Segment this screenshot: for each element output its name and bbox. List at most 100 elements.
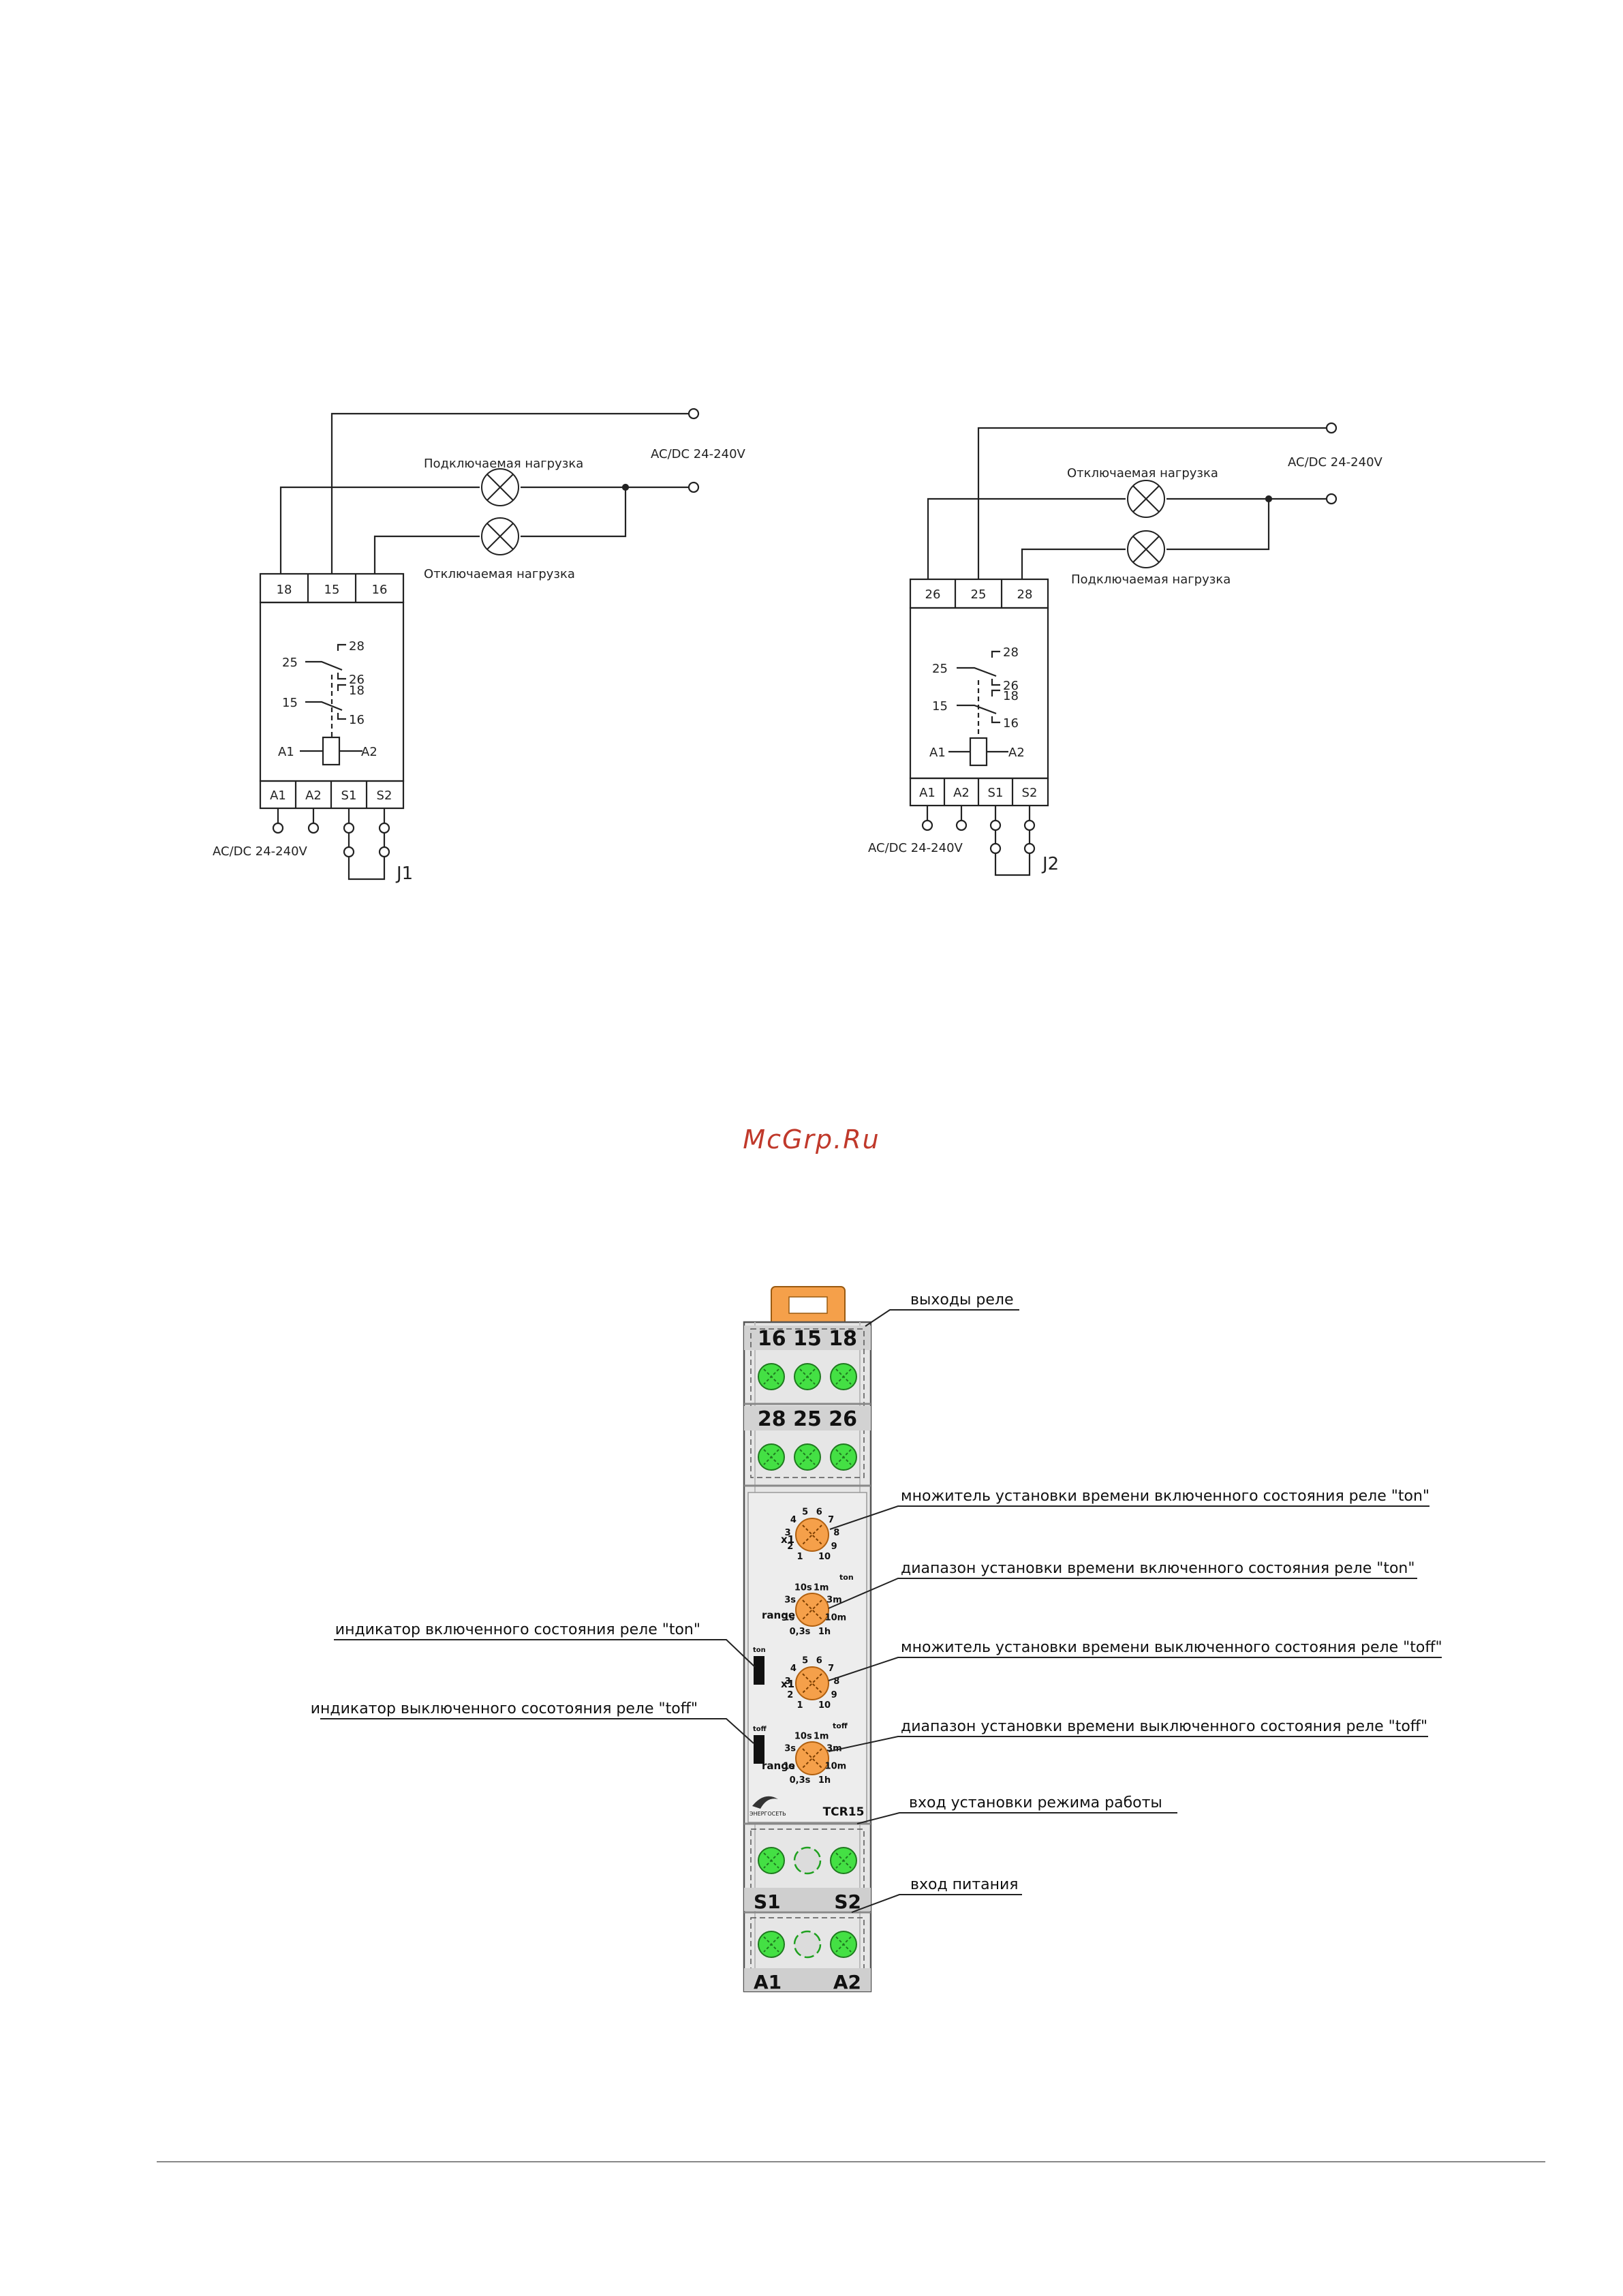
terminal-label: S1 [988,786,1004,800]
callout-toff-indicator: индикатор выключенного сосотояния реле "… [311,1700,698,1717]
model-label: TCR15 [823,1805,865,1819]
terminal-block-label: 16 15 18 [758,1327,857,1351]
load-label: Подключаемая нагрузка [424,457,583,471]
dial-scale-label: 0,3s [790,1627,811,1637]
callout-ton-indicator: индикатор включенного состояния реле "to… [335,1621,700,1638]
terminal-label: A2 [833,1971,861,1993]
supply-label: AC/DC 24-240V [1288,455,1383,470]
terminal-label: A1 [754,1971,782,1993]
watermark: McGrp.Ru [743,1124,880,1154]
dial-scale-label: 9 [831,1690,837,1700]
terminal-screw-icon [794,1443,821,1471]
terminal-screw-icon [830,1931,857,1958]
terminal-screw-icon [830,1443,857,1471]
callout-relay-outputs: выходы реле [910,1291,1014,1308]
contact-label: 28 [349,639,365,654]
dial-scale-label: 1h [818,1775,831,1786]
terminal-label: A2 [305,789,322,803]
dial-scale-label: 4 [790,1515,797,1525]
dial-scale-label: 8 [833,1677,839,1687]
schematic-2 [909,422,1338,876]
device-labels: 16 15 18 28 25 26 S1 S2 A1 A2 x1 range x… [749,1327,864,1993]
lamp-icon [1127,530,1165,568]
callout-toff-range: диапазон установки времени выключенного … [901,1718,1427,1735]
supply-label: AC/DC 24-240V [651,447,746,461]
dial-scale-label: 10s [794,1732,812,1742]
terminal-screw-icon [794,1363,821,1390]
toff-label: toff [833,1721,848,1730]
terminal-screw-icon [758,1931,785,1958]
dial-scale-label: 7 [828,1664,834,1674]
terminal-label: S2 [1022,786,1038,800]
dial-label: range [762,1609,795,1621]
contact-label: 28 [1003,645,1019,660]
lamp-icon [481,468,519,506]
contact-label: 18 [1003,689,1019,703]
lamp-icon [481,517,519,555]
coil-label: A2 [1008,746,1025,760]
terminal-screw-icon [830,1363,857,1390]
terminal-label: 25 [971,587,987,602]
ton-multiplier-dial[interactable] [795,1518,829,1552]
coil-label: A1 [278,745,294,759]
contact-label: 26 [349,673,365,687]
contact-label: 15 [932,699,948,714]
coil-label: A1 [929,746,946,760]
terminal-label: 18 [277,583,292,597]
dial-scale-label: 5 [802,1507,808,1518]
coil-label: A2 [361,745,377,759]
dial-label: x1 [781,1678,794,1690]
dial-scale-label: 1m [814,1732,829,1742]
terminal-label: A1 [270,789,286,803]
supply-label: AC/DC 24-240V [213,844,308,859]
contact-label: 16 [1003,716,1019,731]
dial-scale-label: 9 [831,1542,837,1552]
toff-multiplier-dial[interactable] [795,1666,829,1700]
callout-power-input: вход питания [910,1876,1019,1893]
ton-indicator-label: ton [753,1647,766,1654]
dial-scale-label: 1h [818,1627,831,1637]
callout-toff-multiplier: множитель установки времени выключенного… [901,1639,1442,1656]
brand-logo-icon [752,1796,778,1809]
callout-texts: выходы реле множитель установки времени … [311,1291,1442,1893]
dial-scale-label: 10m [825,1762,847,1772]
jumper-label: J2 [1041,854,1059,874]
dial-scale-label: 1s [783,1613,794,1623]
dial-scale-label: 3 [785,1528,791,1538]
terminal-block-label: 28 25 26 [758,1407,857,1431]
toff-range-dial[interactable] [795,1741,829,1775]
toff-indicator-label: toff [753,1726,767,1733]
dial-scale-label: 2 [787,1542,793,1552]
lamp-icon [1127,480,1165,518]
terminal-screw-icon [830,1847,857,1874]
dial-scale-label: 10 [818,1552,831,1562]
terminal-label: S2 [834,1891,861,1913]
dial-scale-label: 1 [797,1700,803,1711]
terminal-label: A2 [953,786,970,800]
dial-scale-label: 10 [818,1700,831,1711]
contact-label: 26 [1003,679,1019,693]
dial-scale-label: 10s [794,1583,812,1593]
contact-label: 15 [282,696,298,710]
dial-scale-label: 1m [814,1583,829,1593]
dial-scale-label: 3m [826,1595,842,1605]
ton-range-dial[interactable] [795,1593,829,1627]
terminal-label: 15 [324,583,340,597]
dial-scale-label: 3s [784,1743,796,1754]
terminal-label: 26 [925,587,941,602]
load-label: Отключаемая нагрузка [424,567,575,581]
dial-label: range [762,1760,795,1772]
terminal-label: S1 [341,789,357,803]
callout-ton-multiplier: множитель установки времени включенного … [901,1488,1429,1505]
toff-indicator-led [754,1735,764,1764]
terminal-label: 28 [1017,587,1033,602]
supply-label: AC/DC 24-240V [868,841,963,855]
dial-scale-label: 2 [787,1690,793,1700]
contact-label: 25 [282,656,298,670]
dial-scale-label: 4 [790,1664,797,1674]
bridge-icon [793,1930,822,1959]
callout-mode-input: вход установки режима работы [909,1794,1162,1811]
contact-label: 16 [349,713,365,727]
terminal-screw-icon [758,1363,785,1390]
